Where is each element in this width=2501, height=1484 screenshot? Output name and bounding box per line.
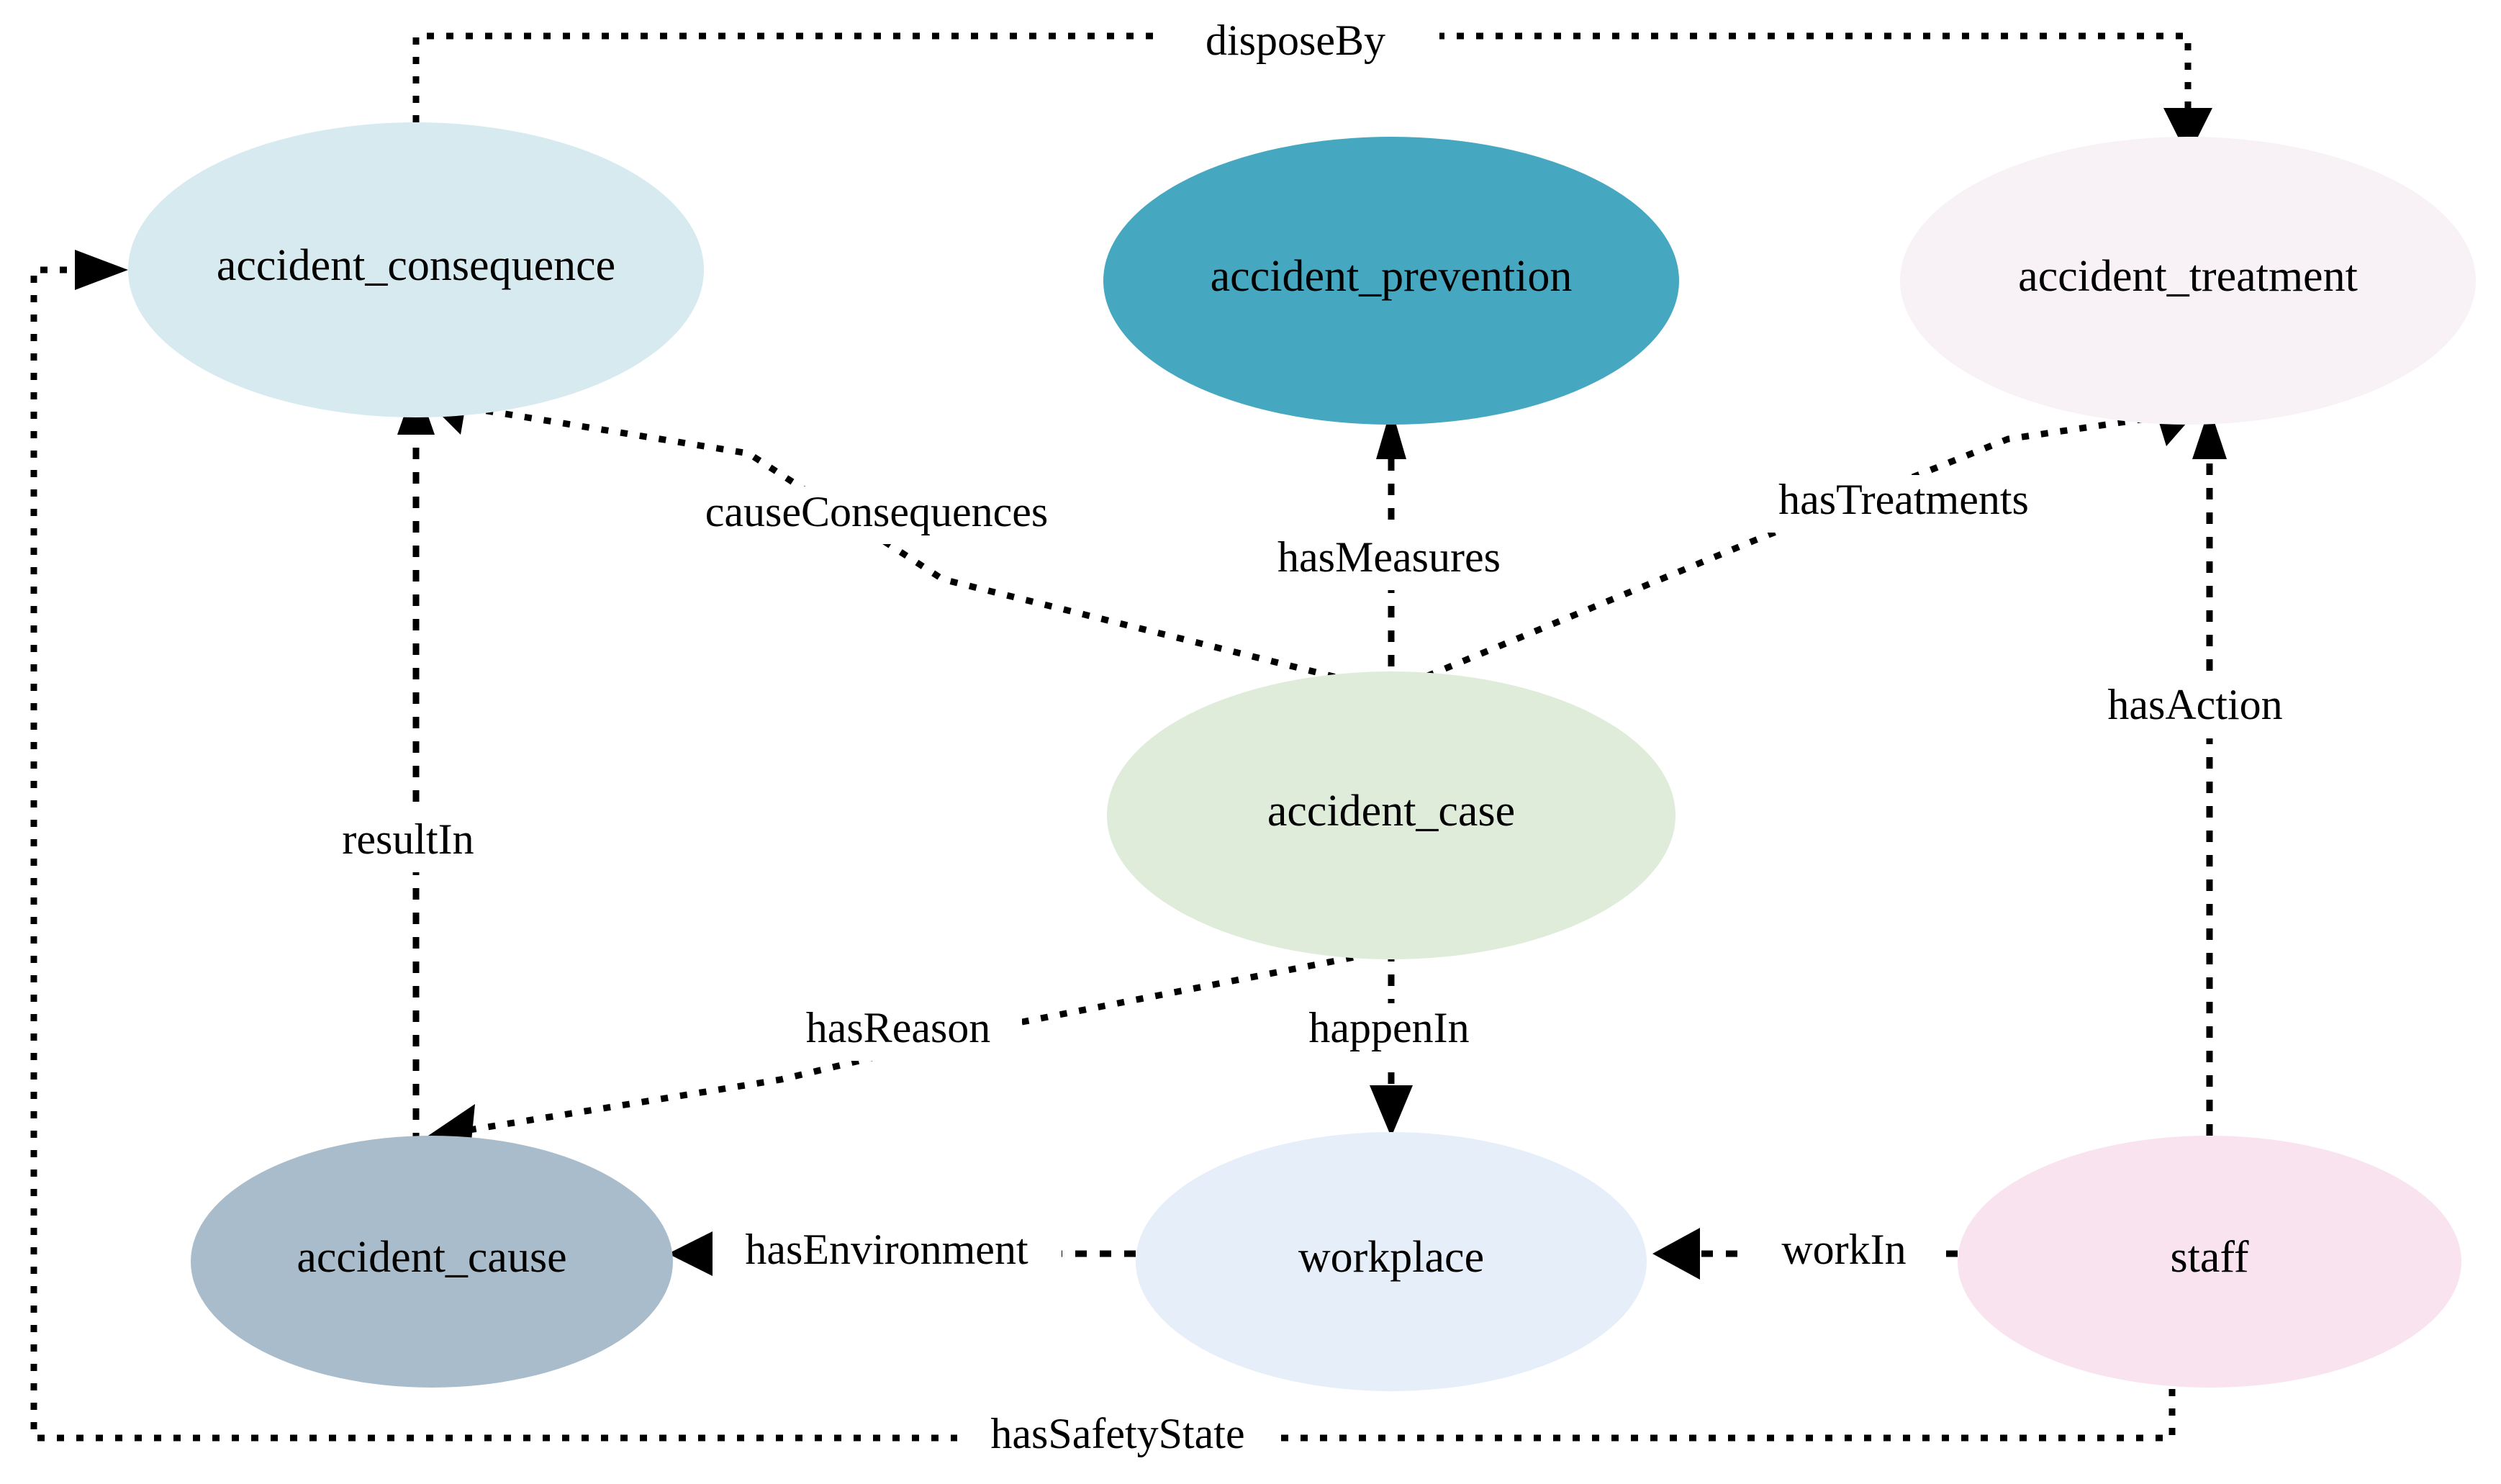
edge-hasTreatments[interactable]: hasTreatments xyxy=(1390,387,2197,695)
edge-label-hasAction: hasAction xyxy=(2107,681,2282,728)
node-accident-cause-ellipse xyxy=(191,1136,673,1388)
edge-disposeBy[interactable]: disposeBy xyxy=(412,16,2212,157)
edge-hasMeasures[interactable]: hasMeasures xyxy=(1249,407,1537,691)
node-label-accident-prevention: accident_prevention xyxy=(1211,252,1573,301)
edge-label-workIn: workIn xyxy=(1781,1226,1906,1273)
edge-hasMeasures-label-bg xyxy=(1249,533,1537,590)
edge-hasEnvironment[interactable]: hasEnvironment xyxy=(668,1225,1136,1282)
node-staff-ellipse xyxy=(1958,1136,2461,1388)
edge-label-happenIn: happenIn xyxy=(1308,1004,1469,1051)
edge-hasSafetyState-path xyxy=(30,266,2176,1442)
edge-label-hasEnvironment: hasEnvironment xyxy=(745,1226,1028,1273)
node-accident-cause[interactable]: accident_cause xyxy=(191,1136,673,1388)
edge-hasSafetyState[interactable]: hasSafetyState xyxy=(30,250,2176,1467)
node-workplace[interactable]: workplace xyxy=(1136,1132,1647,1391)
edge-disposeBy-arrowhead xyxy=(2163,108,2212,157)
node-staff[interactable]: staff xyxy=(1958,1136,2461,1388)
edge-hasMeasures-arrowhead xyxy=(1376,407,1406,459)
node-label-workplace: workplace xyxy=(1298,1233,1484,1282)
edge-happenIn-arrowhead xyxy=(1370,1085,1413,1137)
node-accident-prevention-ellipse xyxy=(1103,137,1679,425)
node-label-accident-treatment: accident_treatment xyxy=(2018,252,2358,301)
node-workplace-ellipse xyxy=(1136,1132,1647,1391)
edge-hasReason[interactable]: hasReason xyxy=(426,946,1392,1163)
edge-label-causeConsequences: causeConsequences xyxy=(705,488,1048,535)
edge-hasEnvironment-arrowhead xyxy=(668,1228,720,1280)
edge-label-disposeBy: disposeBy xyxy=(1206,17,1385,64)
edge-label-hasSafetyState: hasSafetyState xyxy=(990,1410,1244,1457)
edge-causeConsequences[interactable]: causeConsequences xyxy=(426,371,1393,695)
edge-causeConsequences-path xyxy=(460,403,1393,695)
edge-causeConsequences-label-bg xyxy=(651,487,1105,544)
node-label-accident-cause: accident_cause xyxy=(297,1233,566,1282)
edge-workIn-label-bg xyxy=(1749,1225,1943,1282)
edge-hasAction-arrowhead xyxy=(2192,407,2227,459)
node-accident-treatment-ellipse xyxy=(1900,137,2476,425)
node-label-staff: staff xyxy=(2170,1233,2248,1282)
edge-hasReason-label-bg xyxy=(777,1003,1022,1061)
edge-resultIn[interactable]: resultIn xyxy=(320,381,500,1144)
edge-hasAction[interactable]: hasAction xyxy=(2073,407,2325,1136)
edge-happenIn[interactable]: happenIn xyxy=(1288,950,1497,1137)
edge-hasTreatments-label-bg xyxy=(1727,475,2080,533)
edge-label-hasTreatments: hasTreatments xyxy=(1778,476,2029,523)
node-accident-consequence[interactable]: accident_consequence xyxy=(128,122,704,417)
node-label-accident-consequence: accident_consequence xyxy=(217,241,615,290)
node-accident-prevention[interactable]: accident_prevention xyxy=(1103,137,1679,425)
node-accident-case-ellipse xyxy=(1107,671,1675,959)
edge-label-hasMeasures: hasMeasures xyxy=(1277,533,1501,581)
edge-workIn[interactable]: workIn xyxy=(1652,1225,1958,1282)
edge-workIn-arrowhead xyxy=(1652,1228,1700,1280)
edge-hasAction-label-bg xyxy=(2073,681,2325,738)
edge-label-hasReason: hasReason xyxy=(806,1004,991,1051)
node-accident-consequence-ellipse xyxy=(128,122,704,417)
edge-happenIn-label-bg xyxy=(1288,1003,1497,1061)
edge-label-resultIn: resultIn xyxy=(342,815,474,863)
edge-resultIn-label-bg xyxy=(320,815,500,872)
edge-hasSafetyState-arrowhead xyxy=(75,250,128,290)
edge-disposeBy-label-bg xyxy=(1159,16,1439,72)
node-label-accident-case: accident_case xyxy=(1267,787,1515,836)
edge-hasSafetyState-label-bg xyxy=(957,1409,1281,1467)
node-accident-case[interactable]: accident_case xyxy=(1107,671,1675,959)
node-accident-treatment[interactable]: accident_treatment xyxy=(1900,137,2476,425)
edge-hasEnvironment-label-bg xyxy=(713,1225,1062,1282)
